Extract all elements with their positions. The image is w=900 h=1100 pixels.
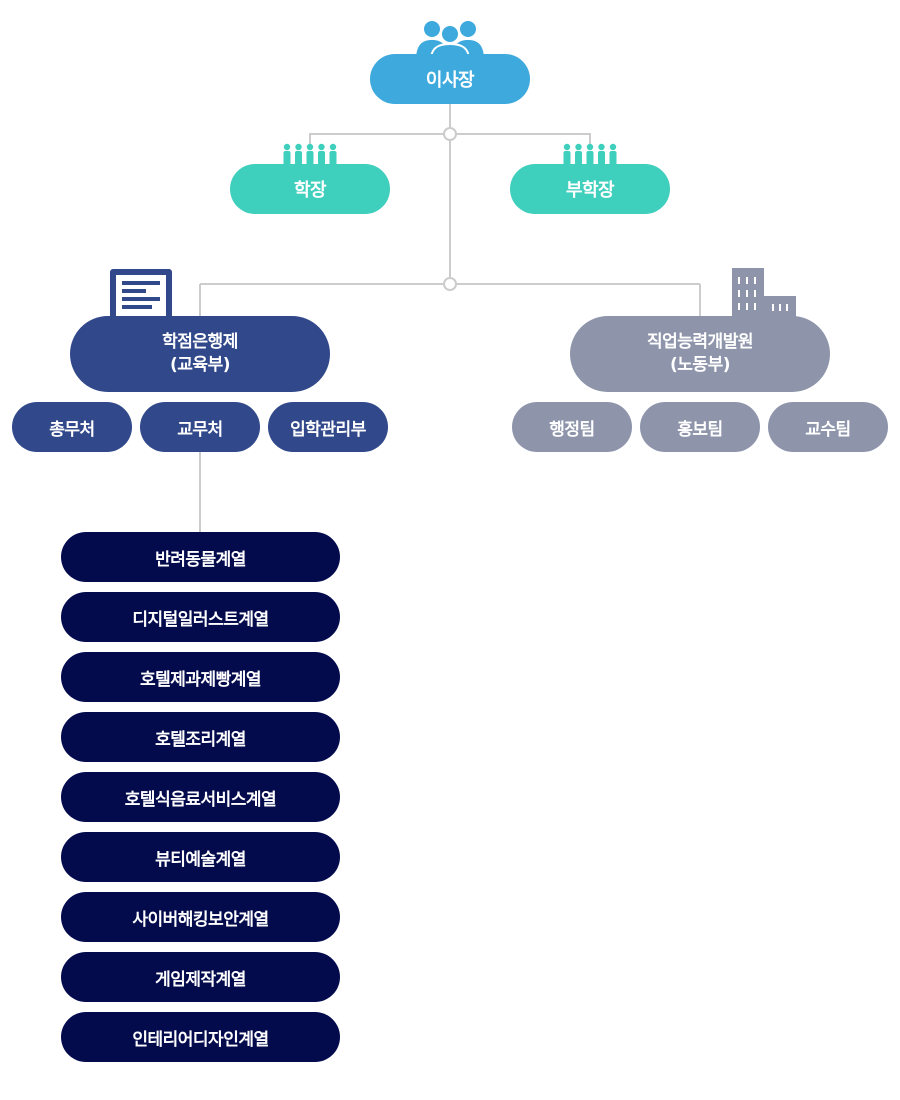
- major-item[interactable]: 호텔조리계열: [61, 712, 340, 762]
- dept-label: 입학관리부: [290, 419, 366, 440]
- labor-branch-node[interactable]: 직업능력개발원 (노동부): [570, 316, 830, 392]
- major-item[interactable]: 게임제작계열: [61, 952, 340, 1002]
- major-item[interactable]: 뷰티예술계열: [61, 832, 340, 882]
- chairman-node[interactable]: 이사장: [370, 54, 530, 104]
- major-label: 뷰티예술계열: [155, 849, 246, 870]
- dept-label: 총무처: [49, 419, 95, 440]
- major-item[interactable]: 호텔제과제빵계열: [61, 652, 340, 702]
- major-item[interactable]: 인테리어디자인계열: [61, 1012, 340, 1062]
- dept-label: 홍보팀: [677, 419, 723, 440]
- dept-general-affairs[interactable]: 총무처: [12, 402, 132, 452]
- major-item[interactable]: 호텔식음료서비스계열: [61, 772, 340, 822]
- junction-dot-branch: [443, 277, 457, 291]
- dept-label: 행정팀: [549, 419, 595, 440]
- education-branch-title: 학점은행제: [162, 332, 238, 353]
- dept-admissions[interactable]: 입학관리부: [268, 402, 388, 452]
- president-label: 학장: [293, 180, 327, 201]
- major-label: 호텔식음료서비스계열: [124, 789, 277, 810]
- major-label: 사이버해킹보안계열: [132, 909, 269, 930]
- major-label: 호텔제과제빵계열: [139, 669, 262, 690]
- education-branch-subtitle: (교육부): [170, 355, 230, 375]
- major-item[interactable]: 사이버해킹보안계열: [61, 892, 340, 942]
- document-icon: [110, 269, 172, 318]
- junction-dot-top: [443, 127, 457, 141]
- major-label: 인테리어디자인계열: [132, 1029, 269, 1050]
- labor-branch-title: 직업능력개발원: [647, 332, 753, 353]
- people-row-icon: [563, 143, 617, 165]
- major-label: 반려동물계열: [155, 549, 246, 570]
- vice-president-label: 부학장: [565, 180, 615, 201]
- major-label: 게임제작계열: [155, 969, 246, 990]
- major-item[interactable]: 디지털일러스트계열: [61, 592, 340, 642]
- dept-academic-affairs[interactable]: 교무처: [140, 402, 260, 452]
- major-item[interactable]: 반려동물계열: [61, 532, 340, 582]
- dept-label: 교무처: [177, 419, 223, 440]
- labor-branch-subtitle: (노동부): [670, 355, 730, 375]
- president-node[interactable]: 학장: [230, 164, 390, 214]
- dept-administration-team[interactable]: 행정팀: [512, 402, 632, 452]
- dept-faculty-team[interactable]: 교수팀: [768, 402, 888, 452]
- vice-president-node[interactable]: 부학장: [510, 164, 670, 214]
- major-label: 디지털일러스트계열: [132, 609, 269, 630]
- people-row-icon: [283, 143, 337, 165]
- chairman-label: 이사장: [425, 70, 475, 91]
- major-label: 호텔조리계열: [155, 729, 246, 750]
- dept-pr-team[interactable]: 홍보팀: [640, 402, 760, 452]
- dept-label: 교수팀: [805, 419, 851, 440]
- education-branch-node[interactable]: 학점은행제 (교육부): [70, 316, 330, 392]
- building-icon: [732, 268, 796, 318]
